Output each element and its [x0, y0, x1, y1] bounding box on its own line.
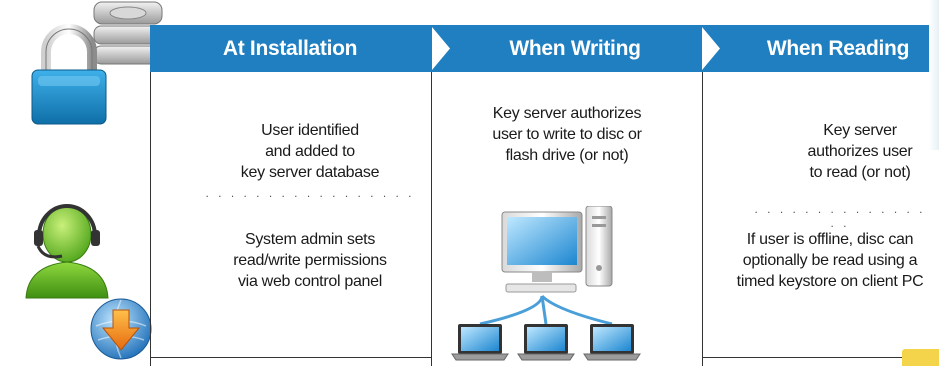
text-line: via web control panel: [237, 273, 382, 290]
text-line: authorizes user: [807, 143, 913, 160]
text-line: timed keystore on client PC: [736, 273, 924, 290]
header-when-reading: When Reading: [766, 36, 910, 60]
text-line: key server database: [240, 164, 380, 181]
divider: [702, 72, 703, 366]
lock-icon: [31, 24, 107, 125]
text-line: user to write to disc or: [492, 126, 642, 143]
left-illustrations: [0, 0, 163, 366]
chevron-right-icon: [702, 27, 720, 70]
download-globe-icon: [90, 298, 152, 360]
text-line: read/write permissions: [233, 252, 387, 269]
text-line: Key server authorizes: [492, 105, 642, 122]
reading-top-text: Key server authorizes user to read (or n…: [748, 120, 939, 183]
laptop-icon: [583, 324, 641, 361]
network-illustration: [451, 206, 641, 361]
header-when-writing: When Writing: [509, 36, 641, 60]
divider: [150, 72, 151, 366]
divider: [431, 72, 432, 366]
text-line: User identified: [261, 122, 359, 139]
column-panels: User identified and added to key server …: [150, 72, 939, 366]
text-line: If user is offline, disc can: [746, 231, 914, 248]
installation-top-text: User identified and added to key server …: [190, 120, 430, 183]
corner-tab: [902, 349, 939, 366]
laptop-icon: [517, 324, 575, 361]
divider: [150, 357, 431, 358]
right-edge-decoration: [929, 0, 939, 150]
text-line: flash drive (or not): [505, 147, 629, 164]
dotted-separator: . . . . . . . . . . . . . . . .: [754, 202, 926, 230]
user-headset-icon: [25, 204, 109, 299]
reading-bottom-text: If user is offline, disc can optionally …: [710, 229, 939, 292]
header-bar: At Installation When Writing When Readin…: [150, 25, 930, 72]
text-line: optionally be read using a: [742, 252, 918, 269]
text-line: Key server: [823, 122, 897, 139]
text-line: to read (or not): [809, 164, 911, 181]
writing-top-text: Key server authorizes user to write to d…: [432, 103, 702, 166]
desktop-computer-icon: [501, 206, 613, 293]
chevron-right-icon: [432, 27, 450, 70]
laptop-icon: [451, 324, 509, 361]
divider: [702, 357, 939, 358]
installation-bottom-text: System admin sets read/write permissions…: [190, 229, 430, 292]
header-at-installation: At Installation: [222, 36, 358, 60]
text-line: and added to: [265, 143, 355, 160]
dotted-separator: . . . . . . . . . . . . . . . . .: [205, 186, 415, 200]
text-line: System admin sets: [244, 231, 376, 248]
